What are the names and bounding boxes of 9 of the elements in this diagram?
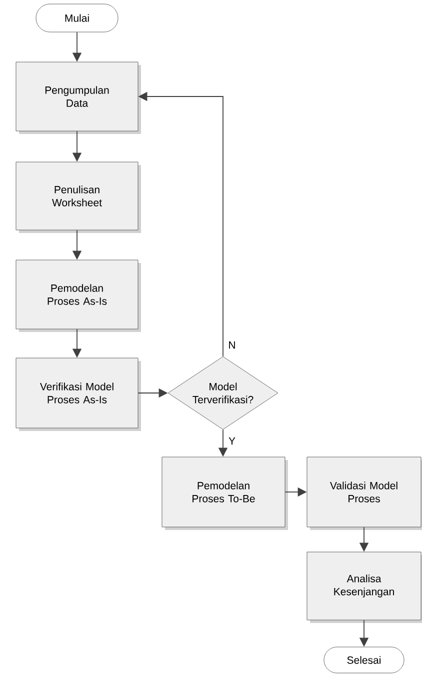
edge-label: Y <box>228 436 236 446</box>
process-box: Penulisan Worksheet <box>16 162 141 233</box>
process-box: Verifikasi Model Proses As-Is <box>16 358 141 431</box>
process-box: Validasi Model Proses <box>306 456 422 530</box>
process-box: Pengumpulan Data <box>16 62 141 134</box>
process-box: Pemodelan Proses As-Is <box>16 260 141 332</box>
process-box: Pemodelan Proses To-Be <box>162 456 288 530</box>
edge-label: N <box>227 340 237 350</box>
process-box: Analisa Kesenjangan <box>306 552 422 623</box>
